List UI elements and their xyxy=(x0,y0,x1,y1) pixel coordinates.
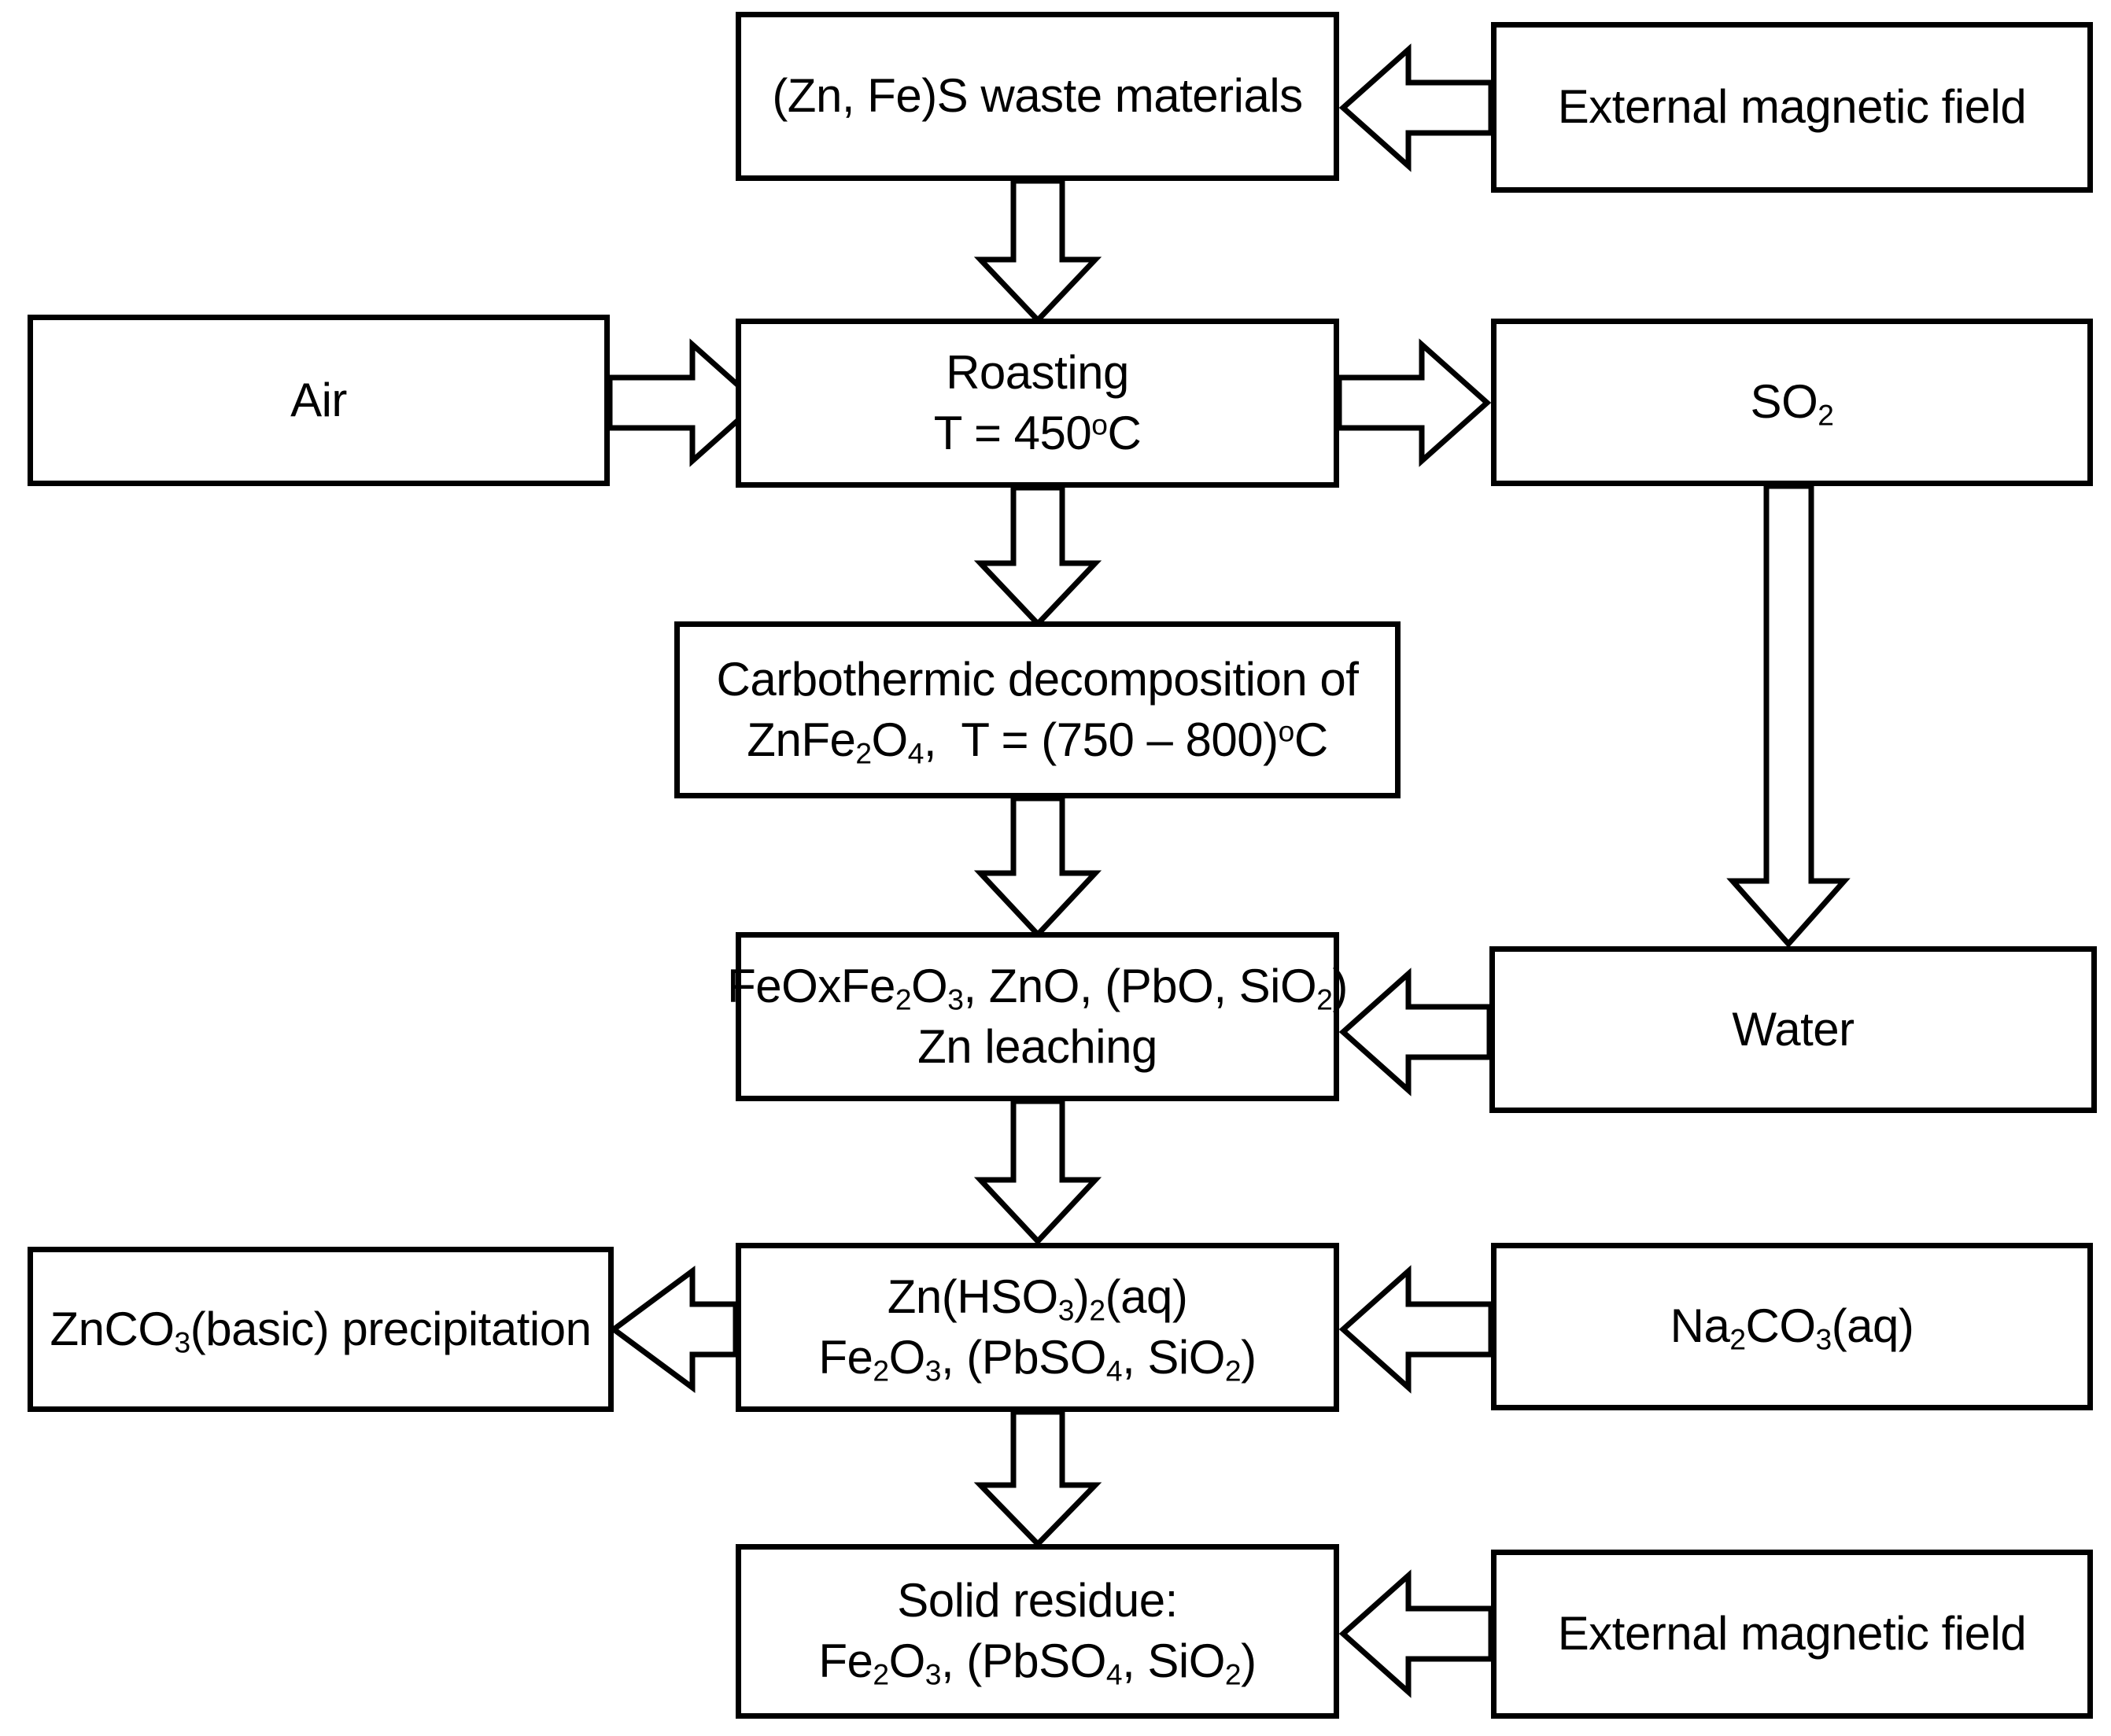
node-solid-residue[interactable]: Solid residue: Fe2O3, (PbSO4, SiO2) xyxy=(736,1544,1339,1719)
node-roasting-line-0: Roasting xyxy=(946,345,1129,399)
arrow-leaching-to-solution xyxy=(973,1098,1102,1246)
node-zinc-bisulfite-solution[interactable]: Zn(HSO3)2(aq) Fe2O3, (PbSO4, SiO2) xyxy=(736,1243,1339,1412)
arrow-magnetic-to-residue xyxy=(1338,1569,1494,1698)
node-solid-residue-line-0: Solid residue: xyxy=(897,1574,1178,1627)
node-sodium-carbonate[interactable]: Na2CO3(aq) xyxy=(1491,1243,2093,1410)
node-zinc-carbonate-precipitation[interactable]: ZnCO3(basic) precipitation xyxy=(28,1247,614,1412)
arrow-waste-to-roasting xyxy=(973,178,1102,325)
node-external-magnetic-field-top[interactable]: External magnetic field xyxy=(1491,22,2093,193)
node-external-magnetic-field-bottom[interactable]: External magnetic field xyxy=(1491,1550,2093,1719)
node-carbothermic-decomposition-line-1: ZnFe2O4, T = (750 – 800)oC xyxy=(747,713,1328,770)
arrow-so2-to-water xyxy=(1726,483,1851,949)
node-water[interactable]: Water xyxy=(1489,946,2097,1113)
node-external-magnetic-field-top-line-0: External magnetic field xyxy=(1557,80,2027,134)
node-zinc-carbonate-precipitation-line-0: ZnCO3(basic) precipitation xyxy=(50,1302,592,1359)
node-zn-leaching[interactable]: FeOxFe2O3, ZnO, (PbO, SiO2) Zn leaching xyxy=(727,932,1348,1101)
node-so2[interactable]: SO2 xyxy=(1491,319,2093,486)
node-so2-line-0: SO2 xyxy=(1750,375,1834,432)
arrow-roasting-to-so2 xyxy=(1336,338,1492,467)
node-air-line-0: Air xyxy=(290,373,347,426)
node-sodium-carbonate-line-0: Na2CO3(aq) xyxy=(1670,1299,1914,1356)
node-roasting[interactable]: Roasting T = 450oC xyxy=(736,319,1339,488)
node-zn-leaching-line-1: Zn leaching xyxy=(917,1019,1157,1073)
arrow-water-to-leaching xyxy=(1338,968,1493,1097)
node-zinc-bisulfite-solution-line-1: Fe2O3, (PbSO4, SiO2) xyxy=(818,1330,1257,1388)
node-carbothermic-decomposition-line-0: Carbothermic decomposition of xyxy=(716,652,1359,706)
arrow-carbothermic-to-leaching xyxy=(973,795,1102,939)
node-zinc-bisulfite-solution-line-0: Zn(HSO3)2(aq) xyxy=(887,1270,1188,1327)
arrow-roasting-to-carbothermic xyxy=(973,485,1102,628)
node-roasting-line-1: T = 450oC xyxy=(933,406,1142,459)
node-external-magnetic-field-bottom-line-0: External magnetic field xyxy=(1557,1607,2027,1660)
node-solid-residue-line-1: Fe2O3, (PbSO4, SiO2) xyxy=(818,1635,1257,1691)
node-water-line-0: Water xyxy=(1732,1002,1855,1056)
node-waste-materials-line-0: (Zn, Fe)S waste materials xyxy=(772,69,1303,123)
node-waste-materials[interactable]: (Zn, Fe)S waste materials xyxy=(736,12,1339,181)
arrow-solution-to-precipitation xyxy=(609,1266,739,1393)
node-zn-leaching-line-0: FeOxFe2O3, ZnO, (PbO, SiO2) xyxy=(727,959,1348,1016)
arrow-solution-to-residue xyxy=(973,1409,1102,1549)
arrow-carbonate-to-solution xyxy=(1338,1265,1494,1394)
arrow-magnetic-to-waste xyxy=(1338,43,1494,172)
node-air[interactable]: Air xyxy=(28,315,610,486)
node-carbothermic-decomposition[interactable]: Carbothermic decomposition of ZnFe2O4, T… xyxy=(674,621,1401,798)
